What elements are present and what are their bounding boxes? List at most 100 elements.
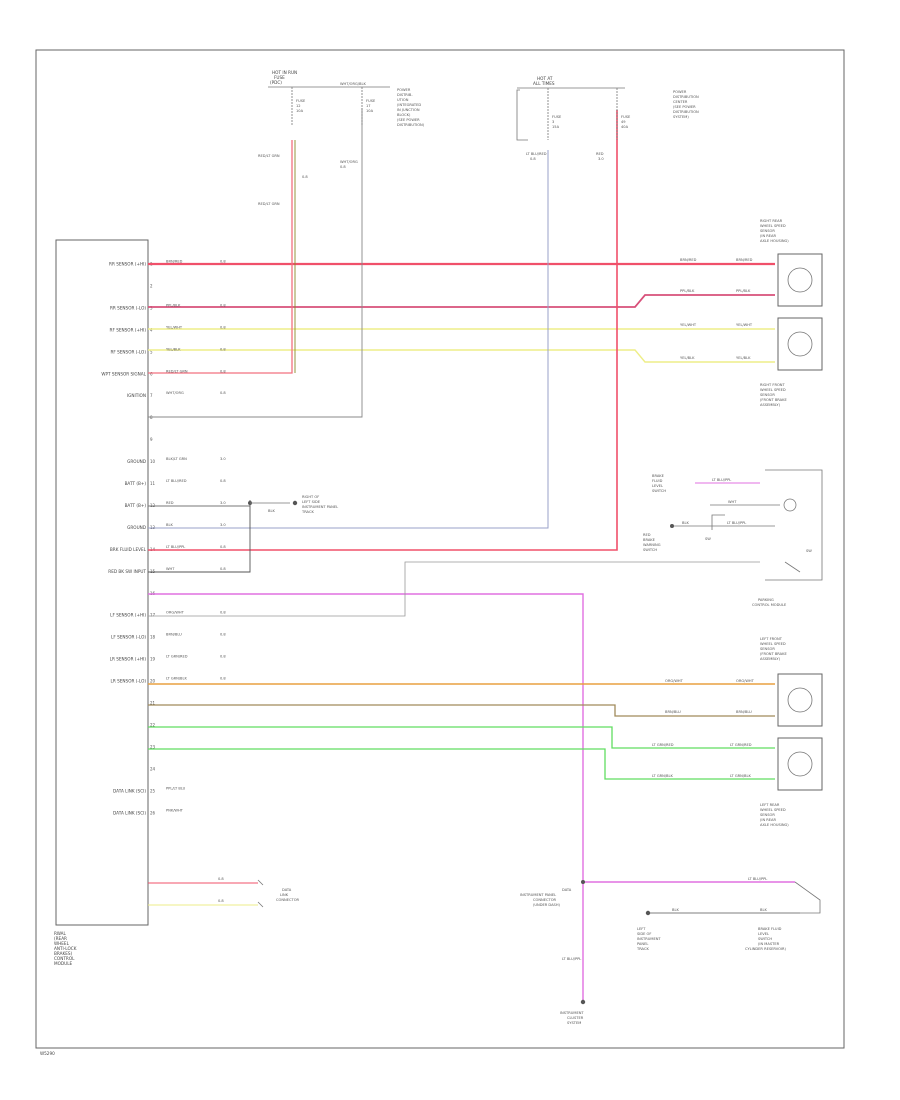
- svg-text:RIGHT FRONT: RIGHT FRONT: [760, 383, 785, 387]
- rwal-module-box: [55, 239, 149, 926]
- svg-text:FLUID: FLUID: [652, 479, 663, 483]
- svg-text:FUSE: FUSE: [621, 115, 631, 119]
- svg-text:(IN REAR: (IN REAR: [760, 234, 777, 238]
- pin-wire-color: BLK/LT GRN: [166, 457, 187, 461]
- svg-text:CONNECTOR: CONNECTOR: [276, 898, 300, 902]
- module-pin-number: 23: [150, 744, 156, 749]
- svg-text:(REAR: (REAR: [54, 936, 67, 941]
- svg-text:INSTRUMENT PANEL: INSTRUMENT PANEL: [302, 505, 338, 509]
- diagram-border: [35, 49, 845, 1049]
- svg-text:WARNING: WARNING: [643, 543, 661, 547]
- svg-text:AXLE HOUSING): AXLE HOUSING): [760, 239, 789, 243]
- svg-text:ORG/WHT: ORG/WHT: [736, 679, 755, 683]
- svg-text:BRN/RED: BRN/RED: [736, 258, 753, 262]
- wire-rr-lo: [148, 294, 775, 308]
- pin-wire-color: LT BLU/PPL: [166, 545, 185, 549]
- module-pin-number: 24: [150, 766, 156, 771]
- module-pin-number: 15: [150, 569, 156, 574]
- svg-text:0.8: 0.8: [218, 899, 224, 903]
- svg-text:BRN/BLU: BRN/BLU: [736, 710, 752, 714]
- svg-text:(UNDER DASH): (UNDER DASH): [533, 903, 561, 907]
- svg-text:POWER: POWER: [673, 90, 687, 94]
- svg-text:BLK: BLK: [682, 521, 689, 525]
- svg-text:DISTRIBUTION): DISTRIBUTION): [397, 123, 425, 127]
- svg-text:LT GRN/BLK: LT GRN/BLK: [652, 774, 673, 778]
- svg-text:WHT: WHT: [728, 500, 737, 504]
- svg-text:FUSE: FUSE: [274, 75, 285, 80]
- svg-text:(PDC): (PDC): [270, 80, 282, 85]
- module-pin-number: 19: [150, 657, 156, 662]
- svg-text:(IN MASTER: (IN MASTER: [758, 942, 780, 946]
- module-pin-number: 22: [150, 723, 156, 728]
- svg-text:LT BLU/RED: LT BLU/RED: [526, 152, 547, 156]
- svg-text:SIDE OF: SIDE OF: [637, 932, 651, 936]
- svg-text:WHEEL SPEED: WHEEL SPEED: [760, 388, 786, 392]
- pin-wire-color: PNK/WHT: [166, 808, 184, 812]
- svg-text:INSTRUMENT: INSTRUMENT: [560, 1011, 584, 1015]
- pin-wire-gauge: 0.8: [220, 347, 226, 351]
- module-pin-label: BATT (B+): [125, 481, 147, 486]
- module-pin-label: RR SENSOR (+HI): [109, 262, 146, 267]
- rr-wheel-sensor: BRN/RED BRN/RED PPL/BLK PPL/BLK RIGHT RE…: [680, 219, 823, 307]
- wire-batt-1: [148, 150, 549, 529]
- svg-text:LT GRN/RED: LT GRN/RED: [730, 743, 752, 747]
- svg-text:SWITCH: SWITCH: [758, 937, 772, 941]
- svg-text:BRAKE FLUID: BRAKE FLUID: [758, 927, 782, 931]
- ground-icon: [292, 500, 298, 506]
- svg-text:INSTRUMENT PANEL: INSTRUMENT PANEL: [520, 893, 556, 897]
- module-name: RWAL (REAR WHEEL ANTI-LOCK BRAKES) CONTR…: [54, 931, 77, 966]
- pin-wire-color: YEL/WHT: [166, 325, 183, 329]
- svg-text:LT GRN/BLK: LT GRN/BLK: [730, 774, 751, 778]
- svg-text:LT BLU/PPL: LT BLU/PPL: [748, 877, 767, 881]
- svg-text:15A: 15A: [552, 125, 560, 129]
- svg-text:3.0: 3.0: [598, 157, 604, 161]
- connector-icon: [257, 879, 264, 886]
- instrument-panel-connector: DATA INSTRUMENT PANEL CONNECTOR (UNDER D…: [520, 880, 586, 1025]
- svg-text:CYLINDER RESERVOIR): CYLINDER RESERVOIR): [745, 947, 786, 951]
- wire-wpt-signal: [148, 140, 293, 374]
- svg-text:BRN/RED: BRN/RED: [680, 258, 697, 262]
- pin-wire-gauge: 0.8: [220, 260, 226, 264]
- svg-text:LINK: LINK: [280, 893, 289, 897]
- module-pin-label: GROUND: [127, 525, 146, 530]
- svg-text:SENSOR: SENSOR: [760, 393, 775, 397]
- svg-text:RIGHT REAR: RIGHT REAR: [760, 219, 783, 223]
- svg-text:LEFT REAR: LEFT REAR: [760, 803, 780, 807]
- module-pin-number: 7: [150, 393, 153, 398]
- sensor-coil-icon: [787, 751, 813, 777]
- lf-wheel-sensor: ORG/WHT ORG/WHT BRN/BLU BRN/BLU LEFT FRO…: [665, 637, 823, 727]
- module-pin-number: 6: [150, 371, 153, 376]
- pin-wire-gauge: 0.8: [220, 391, 226, 395]
- svg-text:SENSOR: SENSOR: [760, 813, 775, 817]
- brake-fluid-level-switch: LT BLU/PPL BLK BLK LEFT SIDE OF INSTRUME…: [636, 877, 821, 951]
- module-pin-label: LR SENSOR (-LO): [111, 679, 147, 684]
- svg-text:(INTEGRATED: (INTEGRATED: [397, 103, 421, 107]
- svg-text:BLK: BLK: [268, 509, 275, 513]
- svg-text:LEVEL: LEVEL: [758, 932, 769, 936]
- top-right-fuse-block: HOT AT ALL TIMES FUSE 3 15A FUSE 49 40A …: [516, 76, 699, 161]
- pin-wire-color: LT GRN/BLK: [166, 677, 187, 681]
- pin-wire-color: LT BLU/RED: [166, 479, 187, 483]
- ground-icon: [670, 524, 674, 528]
- connector-icon: [257, 901, 264, 908]
- svg-text:SENSOR: SENSOR: [760, 229, 775, 233]
- pin-wire-gauge: 0.8: [220, 567, 226, 571]
- module-pin-label: IGNITION: [127, 393, 146, 398]
- module-pin-label: RF SENSOR (+HI): [110, 327, 147, 332]
- pin-wire-color: WHT: [166, 567, 175, 571]
- svg-text:LT BLU/PPL: LT BLU/PPL: [562, 957, 581, 961]
- svg-text:LEFT SIDE: LEFT SIDE: [302, 500, 321, 504]
- svg-text:LT BLU/PPL: LT BLU/PPL: [712, 478, 731, 482]
- svg-text:BLK: BLK: [672, 908, 679, 912]
- module-pin-number: 4: [150, 327, 153, 332]
- svg-text:40A: 40A: [621, 125, 629, 129]
- pin-wire-color: PPL/BLK: [166, 303, 181, 307]
- pin-wire-gauge: 3.0: [220, 523, 226, 527]
- svg-text:0.8: 0.8: [340, 165, 346, 169]
- pin-wire-color: PPL/LT BLU: [166, 786, 186, 790]
- wire-lf-lo: [148, 704, 775, 717]
- pin-wire-gauge: 0.8: [220, 545, 226, 549]
- svg-text:UTION: UTION: [397, 98, 409, 102]
